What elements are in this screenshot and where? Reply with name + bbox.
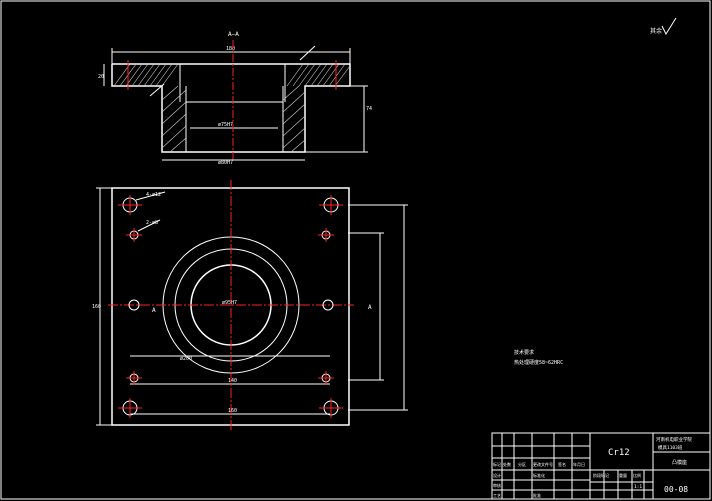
- plan-view: 160 140 160 ø95H7 ø200: [92, 180, 408, 430]
- hole-mr: [322, 299, 334, 311]
- roughness-text: 其余: [650, 27, 662, 35]
- tb-label2-2: 阶段标记: [593, 472, 609, 478]
- tb-label-3: 更改文件号: [533, 461, 553, 467]
- class-text: 模具1103班: [658, 444, 683, 451]
- hatch-right-flange: [286, 63, 351, 87]
- dim-bore: ø75H7: [218, 122, 233, 128]
- tb-label3-2: 批准: [533, 492, 541, 498]
- tb-label2-1: 标准化: [533, 472, 545, 478]
- hole-label-2: 2-ø8: [146, 220, 158, 226]
- tb-label-4: 签名: [558, 461, 566, 467]
- tb-label3-0: 审核: [493, 482, 501, 488]
- section-view: A—A 180: [98, 31, 372, 166]
- tb-label2-4: 比例: [633, 472, 641, 478]
- hole-ml: [128, 299, 140, 311]
- title-block: Cr12 河南机电职业学院 模具1103班 凸模座 00-08 1:1 标记 处…: [491, 432, 711, 500]
- dim-hole-spacing: 140: [228, 378, 237, 384]
- tech-heading: 技术要求: [514, 349, 534, 356]
- technical-requirements: 技术要求 热处理硬度58~62HRC: [514, 349, 563, 366]
- part-name-text: 凸模座: [672, 459, 687, 466]
- tb-label3-1: 工艺: [493, 493, 501, 498]
- dim-flange-height: 20: [98, 74, 104, 80]
- section-mark-2: A: [152, 307, 156, 314]
- drawing-no-text: 00-08: [664, 485, 688, 494]
- tb-label-2: 分区: [518, 461, 526, 467]
- tb-label-0: 标记: [493, 461, 501, 467]
- hatch-walls: [161, 85, 306, 153]
- school-text: 河南机电职业学院: [656, 436, 692, 443]
- section-mark: A: [368, 304, 372, 311]
- tb-label2-3: 重量: [619, 472, 627, 478]
- tb-label2-0: 设计: [493, 472, 501, 478]
- material-text: Cr12: [608, 448, 630, 458]
- roughness-note: 其余: [650, 17, 677, 36]
- tb-label-1: 处数: [503, 461, 511, 467]
- dim-overall-width: 160: [228, 408, 237, 414]
- section-title: A—A: [228, 31, 239, 38]
- dim-pcd: ø200: [180, 356, 192, 362]
- dim-top-width: 180: [226, 46, 235, 52]
- hole-label-1: 4-ø12: [146, 192, 161, 198]
- scale-text: 1:1: [634, 484, 642, 490]
- hatch-left-flange: [113, 63, 179, 87]
- dim-bottom: ø80H7: [218, 160, 233, 166]
- dim-overall-height: 160: [92, 304, 101, 310]
- tb-label-5: 年月日: [573, 461, 585, 467]
- dim-total-height: 74: [366, 106, 372, 112]
- tech-line-1: 热处理硬度58~62HRC: [514, 359, 563, 366]
- dim-center-bore: ø95H7: [222, 300, 237, 306]
